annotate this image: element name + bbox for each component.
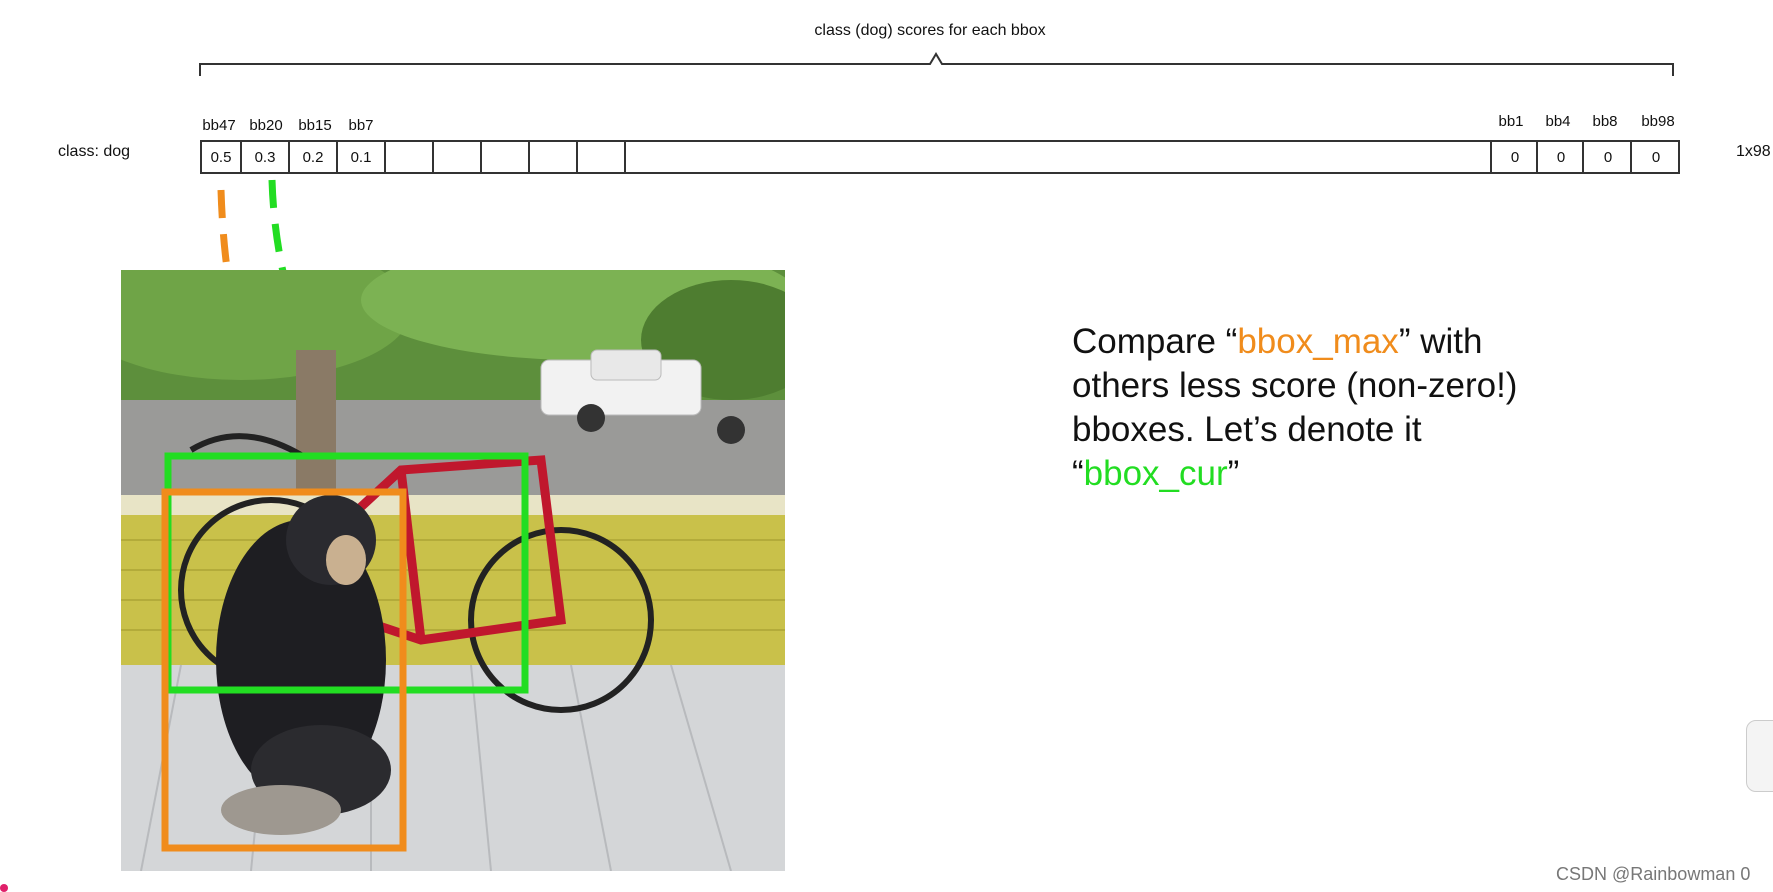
size-label: 1x98 (1736, 143, 1771, 160)
score-cell: 0.2 (290, 142, 338, 172)
slide-text-line-2: others less score (non-zero!) (1072, 366, 1518, 405)
score-cell-empty (530, 142, 578, 172)
top-brace (199, 52, 1674, 76)
header-bb15: bb15 (298, 117, 332, 134)
score-cell-empty (434, 142, 482, 172)
score-cell: 0 (1536, 142, 1584, 172)
bbox-cur-label: bbox_cur (1083, 454, 1228, 493)
score-cell-empty (482, 142, 530, 172)
header-bb7: bb7 (348, 117, 374, 134)
device-edge (1746, 720, 1773, 792)
score-cell: 0.5 (202, 142, 242, 172)
header-bb98: bb98 (1641, 113, 1675, 130)
score-cell: 0.1 (338, 142, 386, 172)
pointer-dot (0, 884, 8, 892)
header-bb4: bb4 (1545, 113, 1571, 130)
bbox-max (161, 488, 407, 852)
slide-text-line-3: bboxes. Let’s denote it (1072, 410, 1422, 449)
header-bb8: bb8 (1592, 113, 1618, 130)
dog-bicycle-photo (121, 270, 785, 871)
slide-text-line-4: “bbox_cur” (1072, 454, 1240, 493)
slide-text-line-1: Compare “bbox_max” with (1072, 322, 1483, 361)
score-cell-empty (386, 142, 434, 172)
watermark: CSDN @Rainbowman 0 (1556, 864, 1751, 884)
header-bb20: bb20 (249, 117, 283, 134)
slide-text: Compare “bbox_max” with others less scor… (1072, 320, 1632, 496)
score-vector: 0.5 0.3 0.2 0.1 0 0 0 0 (200, 140, 1680, 174)
score-cell-empty (578, 142, 626, 172)
header-bb47: bb47 (202, 117, 236, 134)
score-cell: 0 (1630, 142, 1680, 172)
header-bb1: bb1 (1498, 113, 1524, 130)
score-cell: 0.3 (242, 142, 290, 172)
score-cell: 0 (1582, 142, 1632, 172)
bbox-max-label: bbox_max (1237, 322, 1399, 361)
class-label: class: dog (58, 143, 131, 160)
score-cell: 0 (1490, 142, 1538, 172)
brace-title: class (dog) scores for each bbox (814, 22, 1046, 39)
